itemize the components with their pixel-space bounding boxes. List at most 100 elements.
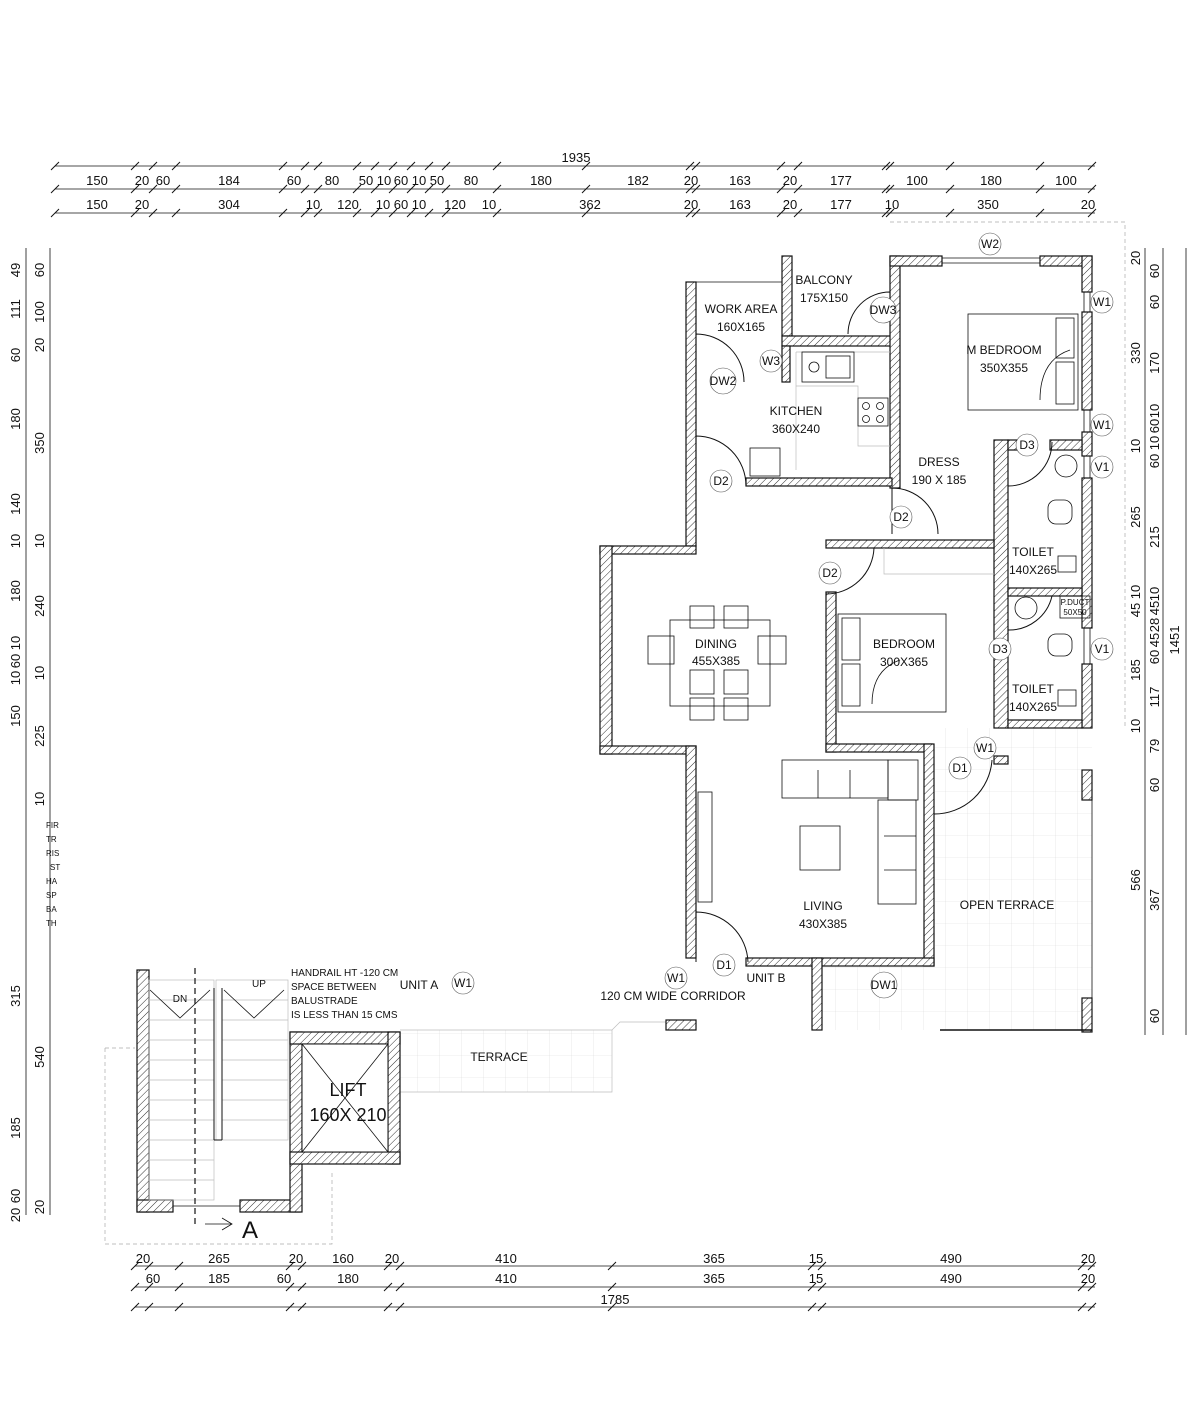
wall-toilet-west: [993, 439, 1009, 729]
room-work-area-name: WORK AREA: [705, 302, 778, 316]
svg-text:120: 120: [444, 197, 466, 212]
svg-text:177: 177: [830, 197, 852, 212]
dimension-tick: [174, 1302, 184, 1312]
svg-text:10: 10: [32, 792, 47, 806]
door-d2-kitchen-swing: [695, 435, 747, 487]
dim-bottom-total: 1785: [601, 1292, 630, 1307]
svg-text:SP: SP: [46, 891, 57, 900]
svg-text:79: 79: [1147, 739, 1162, 753]
svg-text:60: 60: [1147, 650, 1162, 664]
dimension-tick: [370, 184, 380, 194]
dimension-tick: [691, 208, 701, 218]
room-work-area-size: 160X165: [717, 320, 765, 334]
dim-bottom-row1: 20 265 20 160 20 410 365 15 490 20: [136, 1251, 1095, 1266]
svg-text:10: 10: [1128, 439, 1143, 453]
wall-stair-south-left: [136, 1199, 174, 1213]
dimension-tick: [406, 184, 416, 194]
dimension-tick: [1087, 208, 1097, 218]
svg-text:60: 60: [8, 348, 23, 362]
wall-terrace-corner: [1081, 997, 1093, 1033]
coffee-table: [799, 825, 841, 871]
svg-text:60: 60: [394, 173, 408, 188]
dimension-tick: [1087, 1282, 1097, 1292]
dimension-tick: [1035, 184, 1045, 194]
room-toilet2-name: TOILET: [1012, 682, 1054, 696]
svg-text:566: 566: [1128, 869, 1143, 891]
wall-dining-west: [599, 545, 613, 755]
dimension-tick: [1087, 184, 1097, 194]
dimension-tick: [285, 1302, 295, 1312]
wall-lift-east: [387, 1031, 401, 1165]
dimension-tick: [130, 161, 140, 171]
dimension-tick: [171, 161, 181, 171]
svg-text:170: 170: [1147, 352, 1162, 374]
dimension-tick: [793, 161, 803, 171]
dimension-tick: [441, 161, 451, 171]
dimension-tick: [881, 208, 891, 218]
dining-table: [669, 619, 771, 707]
svg-text:20: 20: [135, 173, 149, 188]
svg-text:410: 410: [495, 1271, 517, 1286]
tag-d1-entry: D1: [716, 958, 732, 972]
tag-dw1: DW1: [871, 978, 898, 992]
dimension-tick: [144, 1282, 154, 1292]
dim-top-row2: 150 20 304 10 120 10 60 10 120 10 362 20…: [86, 197, 1095, 212]
room-balcony-size: 175X150: [800, 291, 848, 305]
room-kitchen-name: KITCHEN: [770, 404, 823, 418]
wall-living-south: [745, 957, 935, 967]
dimension-tick: [885, 184, 895, 194]
kitchen-hob: [857, 397, 889, 427]
svg-text:350: 350: [977, 197, 999, 212]
wall-living-west: [685, 745, 697, 959]
svg-text:180: 180: [530, 173, 552, 188]
svg-text:60: 60: [1147, 264, 1162, 278]
plot-boundary-stair: [104, 1047, 333, 1245]
dimension-tick: [607, 1302, 617, 1312]
dimension-tick: [817, 1302, 827, 1312]
wall-dining-south: [599, 745, 697, 755]
dimension-tick: [171, 208, 181, 218]
svg-text:10: 10: [412, 197, 426, 212]
svg-text:ST: ST: [50, 863, 60, 872]
label-unit-a: UNIT A: [400, 978, 438, 992]
dimension-tick: [370, 161, 380, 171]
label-handrail-2: SPACE BETWEEN: [291, 982, 376, 993]
dimension-tick: [130, 1282, 140, 1292]
svg-text:182: 182: [627, 173, 649, 188]
svg-text:163: 163: [729, 197, 751, 212]
dimension-tick: [607, 1282, 617, 1292]
svg-text:140: 140: [8, 493, 23, 515]
svg-text:10: 10: [306, 197, 320, 212]
svg-text:45: 45: [1147, 633, 1162, 647]
dim-top-row1: 150 20 60 184 60 80 50 10 60 10 50 80 18…: [86, 173, 1077, 188]
svg-text:20: 20: [135, 197, 149, 212]
furniture: [148, 313, 1091, 1231]
terrace-tiles: [400, 1030, 612, 1092]
svg-text:80: 80: [464, 173, 478, 188]
svg-text:49: 49: [8, 263, 23, 277]
misc-labels: UNIT A UNIT B 120 CM WIDE CORRIDOR DN UP…: [46, 821, 786, 1244]
svg-text:BA: BA: [46, 905, 57, 914]
svg-text:490: 490: [940, 1251, 962, 1266]
tag-d3-toilet2: D3: [992, 642, 1008, 656]
wall-terrace-post: [1081, 769, 1093, 801]
dimension-tick: [881, 161, 891, 171]
door-d3-toilet1-swing: [1007, 441, 1053, 487]
kitchen-fridge: [749, 447, 781, 477]
svg-text:60: 60: [1147, 778, 1162, 792]
dimension-tick: [352, 161, 362, 171]
wall-unitb-divider: [811, 957, 823, 1031]
svg-text:180: 180: [980, 173, 1002, 188]
dimension-tick: [297, 1302, 307, 1312]
toilet1-wc: [1047, 499, 1073, 525]
p-duct-box: [1059, 595, 1091, 619]
svg-text:20: 20: [32, 338, 47, 352]
svg-text:315: 315: [8, 985, 23, 1007]
dimension-tick: [1077, 1302, 1087, 1312]
opening-tags: W2 W1 W1 W3 DW3 DW2 D2 D2 D2 D3 D3 V1 V1…: [451, 232, 1114, 999]
dimension-tick: [383, 1302, 393, 1312]
tag-d3-toilet1: D3: [1019, 438, 1035, 452]
svg-text:10: 10: [1128, 585, 1143, 599]
tag-d2-bedroom: D2: [822, 566, 838, 580]
